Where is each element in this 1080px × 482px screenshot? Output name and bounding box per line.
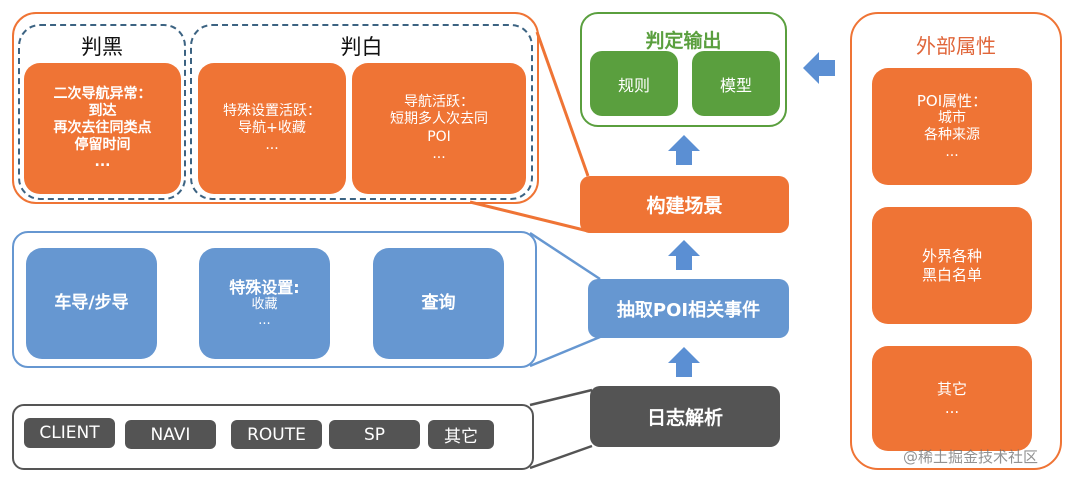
log-parse-box: 日志解析 (590, 386, 780, 447)
arrow-up-icon (668, 240, 700, 270)
card-line: ... (944, 398, 960, 417)
card-line: 城市 (938, 110, 966, 127)
card-line: 特殊设置: (229, 277, 300, 297)
log-tag-sp: SP (329, 420, 420, 449)
card-line: 二次导航异常： (53, 85, 152, 102)
external-card-poi: POI属性： 城市 各种来源 ... (872, 68, 1032, 185)
extract-events-box: 抽取POI相关事件 (588, 279, 789, 338)
events-group (12, 231, 537, 368)
card-line: 再次去往同类点 (53, 119, 152, 136)
connector-judge-to-scene-bottom (469, 200, 589, 233)
output-model: 模型 (692, 51, 780, 116)
card-line: 导航活跃： (404, 94, 474, 111)
log-sources-group (12, 404, 534, 470)
card-line: POI (427, 128, 451, 145)
judge-white-card-setting: 特殊设置活跃： 导航+收藏 ... (198, 63, 346, 194)
event-card-navigation: 车导/步导 (26, 248, 157, 359)
card-line: ... (432, 145, 446, 162)
log-tag-navi: NAVI (125, 420, 216, 449)
watermark: @稀土掘金技术社区 (903, 448, 1039, 466)
output-title: 判定输出 (645, 30, 722, 52)
judge-white-card-nav: 导航活跃： 短期多人次去同 POI ... (352, 63, 526, 194)
output-rule: 规则 (590, 51, 678, 116)
log-tag-other: 其它 (428, 420, 494, 449)
card-line: 停留时间 (74, 137, 131, 154)
event-card-special-setting: 特殊设置: 收藏 ... (199, 248, 330, 359)
connector-logs-to-parse-bottom (529, 444, 593, 470)
card-line: ... (945, 144, 959, 161)
card-line: 各种来源 (924, 127, 980, 144)
card-line: 其它 (936, 380, 967, 399)
judge-white-group (190, 24, 533, 200)
judge-white-title: 判白 (340, 35, 383, 59)
connector-events-to-extract-bottom (529, 335, 601, 368)
card-line: 特殊设置活跃： (223, 102, 321, 119)
log-tag-client: CLIENT (24, 418, 115, 448)
card-line: 外界各种 (921, 247, 982, 266)
card-line: POI属性： (916, 91, 988, 110)
card-line: ... (94, 154, 111, 171)
card-line: 收藏 (251, 297, 278, 313)
connector-events-to-extract-top (529, 231, 601, 281)
card-line: 短期多人次去同 (390, 111, 488, 128)
judge-black-title: 判黑 (81, 35, 123, 59)
external-group (850, 12, 1062, 470)
arrow-up-icon (668, 347, 700, 377)
judge-black-group (18, 24, 186, 200)
card-line: ... (265, 137, 279, 154)
card-line: ... (258, 313, 271, 329)
build-scene-box: 构建场景 (580, 176, 789, 233)
card-line: 导航+收藏 (238, 119, 306, 136)
external-card-lists: 外界各种 黑白名单 (872, 207, 1032, 324)
card-line: 黑白名单 (921, 265, 982, 284)
judge-group (12, 12, 539, 204)
arrow-left-icon (803, 52, 835, 84)
card-line: 查询 (421, 293, 456, 314)
judge-black-card: 二次导航异常： 到达 再次去往同类点 停留时间 ... (24, 63, 181, 194)
arrow-up-icon (668, 135, 700, 165)
event-card-query: 查询 (373, 248, 504, 359)
card-line: 到达 (88, 102, 117, 119)
external-card-other: 其它 ... (872, 346, 1032, 451)
card-line: 车导/步导 (54, 293, 129, 314)
log-tag-route: ROUTE (231, 420, 322, 449)
connector-logs-to-parse-top (529, 388, 593, 407)
external-title: 外部属性 (916, 34, 996, 58)
output-group (580, 12, 787, 127)
